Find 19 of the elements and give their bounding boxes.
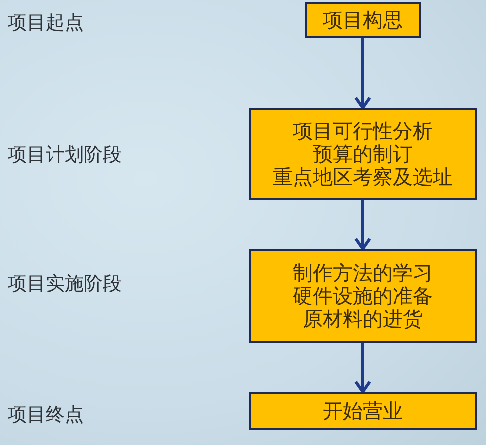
phase-label: 项目实施阶段: [8, 273, 122, 295]
phase-label: 项目终点: [8, 404, 84, 426]
process-box: [249, 392, 477, 430]
box-text: 开始营业: [323, 400, 403, 422]
box-text: 制作方法的学习: [293, 262, 433, 284]
box-text: 项目构思: [323, 8, 403, 32]
phase-label: 项目计划阶段: [8, 144, 122, 166]
phase-label: 项目起点: [8, 12, 84, 34]
box-text: 项目可行性分析: [293, 120, 433, 142]
box-text: 原材料的进货: [303, 308, 423, 330]
arrow: [354, 38, 372, 110]
process-box: [249, 108, 477, 200]
box-text: 硬件设施的准备: [293, 284, 433, 308]
process-box: [305, 2, 421, 38]
box-text: 预算的制订: [313, 142, 413, 166]
process-box: [249, 249, 477, 343]
box-text: 重点地区考察及选址: [273, 166, 453, 188]
arrow: [354, 200, 372, 250]
arrow: [354, 343, 372, 394]
